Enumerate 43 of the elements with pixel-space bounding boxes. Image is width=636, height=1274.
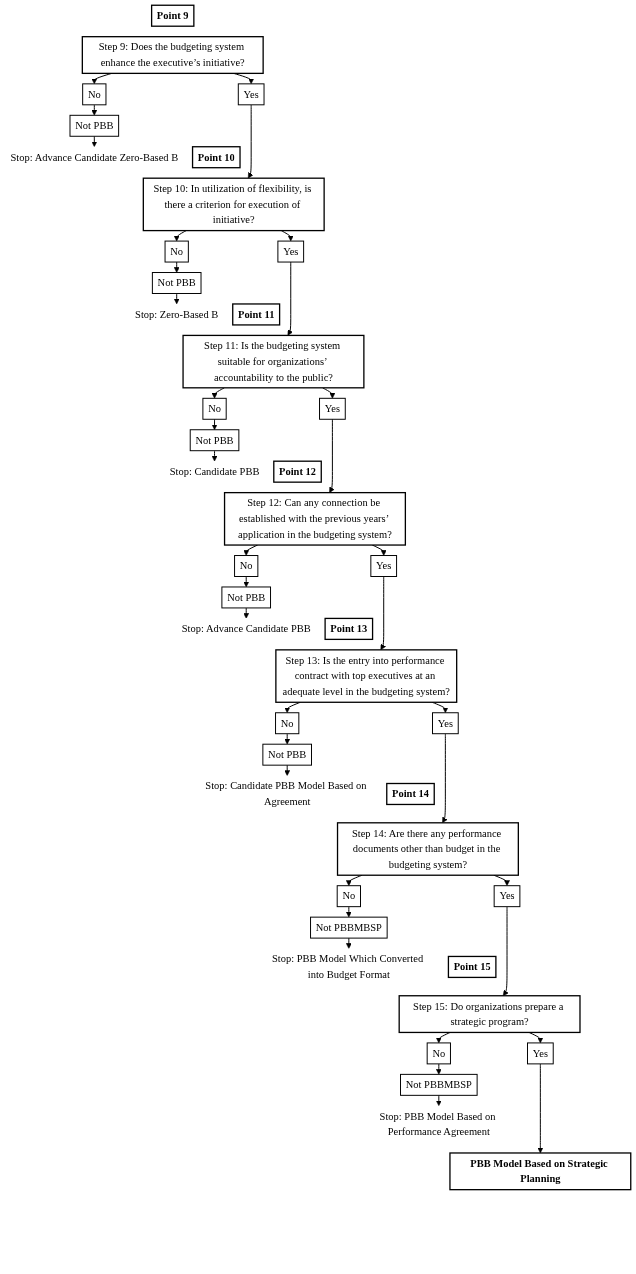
node-box: Step 15: Do organizations prepare a strategic program? xyxy=(398,995,581,1034)
node-box: No xyxy=(275,712,300,735)
node-box: Yes xyxy=(277,240,305,263)
node-box: Step 12: Can any connection be established with the previous years’ application in the budgeting system? xyxy=(223,492,407,546)
node-text: Stop: Advance Candidate Zero-Based B xyxy=(10,151,179,163)
node-text: Stop: Zero-Based B xyxy=(135,308,219,320)
node-box: No xyxy=(202,397,227,420)
node-box: Yes xyxy=(319,397,346,420)
node-box: PBB Model Based on Strategic Planning xyxy=(449,1152,632,1191)
node-box: Not PBB xyxy=(151,272,202,294)
node-box: Point 13 xyxy=(324,617,374,641)
node-box: Not PBB xyxy=(221,586,271,609)
node-box: Point 11 xyxy=(232,303,281,326)
node-box: No xyxy=(426,1042,451,1065)
node-box: Yes xyxy=(370,555,398,577)
node-box: Not PBB xyxy=(262,743,312,766)
node-box: No xyxy=(234,555,259,577)
node-box: Point 15 xyxy=(447,955,497,979)
node-box: Point 9 xyxy=(150,4,195,27)
node-box: Point 14 xyxy=(386,782,435,806)
node-box: Yes xyxy=(493,885,521,908)
node-box: Yes xyxy=(237,83,265,106)
node-box: Point 12 xyxy=(273,460,322,483)
node-text: Stop: Advance Candidate PBB xyxy=(181,623,311,635)
node-box: Yes xyxy=(432,712,459,735)
node-box: Not PBB xyxy=(69,114,120,137)
node-box: Step 13: Is the entry into performance contract with top executives at an adequate level in the budgeting system? xyxy=(275,649,458,703)
node-box: Step 9: Does the budgeting system enhance the executive’s initiative? xyxy=(81,36,264,75)
node-box: Not PBBMBSP xyxy=(310,916,388,939)
node-box: Not PBB xyxy=(189,429,240,452)
node-box: No xyxy=(82,83,107,106)
node-box: Yes xyxy=(527,1042,554,1065)
node-box: No xyxy=(336,885,361,908)
node-box: Point 10 xyxy=(191,146,241,169)
node-text: Stop: Candidate PBB xyxy=(169,465,260,477)
node-box: No xyxy=(164,240,189,263)
node-box: Step 11: Is the budgeting system suitable for organizations’ accountability to the public? xyxy=(182,334,365,389)
node-box: Step 10: In utilization of flexibility, is there a criterion for execution of initiative? xyxy=(142,177,325,232)
node-box: Step 14: Are there any performance documents other than budget in the budgeting system? xyxy=(336,822,519,876)
node-text: Stop: Candidate PBB Model Based on Agreement xyxy=(205,780,367,808)
node-text: Stop: PBB Model Which Converted into Budget Format xyxy=(271,953,424,981)
node-text: Stop: PBB Model Based on Performance Agreement xyxy=(379,1110,496,1138)
node-box: Not PBBMBSP xyxy=(400,1073,478,1096)
